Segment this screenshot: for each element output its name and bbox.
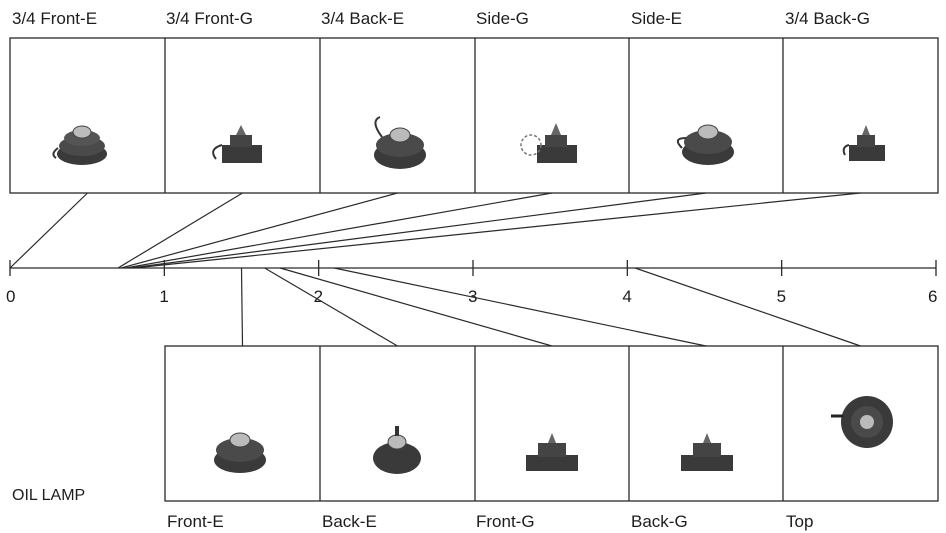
top-view-label-6: 3/4 Back-G [785, 9, 871, 28]
lamp-top-icon [831, 396, 893, 448]
axis-tick-label: 5 [777, 287, 786, 306]
top-connector-line [117, 192, 243, 269]
bottom-connector-line [240, 267, 244, 347]
connector-lines [9, 192, 861, 347]
bottom-view-label-1: Front-E [167, 512, 224, 531]
top-row-frame [9, 37, 939, 194]
lamp-three-quarter-back-e-icon [374, 116, 426, 169]
top-view-label-3: 3/4 Back-E [321, 9, 405, 28]
lamp-front-g-icon [526, 433, 578, 471]
bottom-connector-line [634, 267, 861, 347]
bottom-view-label-3: Front-G [476, 512, 535, 531]
bottom-view-label-4: Back-G [631, 512, 688, 531]
lamp-back-e-icon [373, 426, 421, 474]
top-connector-line [125, 192, 553, 269]
top-view-label-1: 3/4 Front-E [12, 9, 98, 28]
lamp-front-e-icon [214, 432, 266, 473]
top-connector-line [130, 192, 707, 269]
axis-tick-label: 0 [6, 287, 15, 306]
axis-tick-label: 2 [314, 287, 323, 306]
top-view-label-4: Side-G [476, 9, 529, 28]
axis-tick-label: 1 [159, 287, 168, 306]
top-view-label-5: Side-E [631, 9, 683, 28]
bottom-connector-line [333, 267, 707, 347]
bottom-connector-line [279, 267, 553, 347]
lamp-back-g-icon [681, 433, 733, 471]
top-connector-line [120, 192, 398, 269]
lamp-three-quarter-front-g-icon [212, 125, 262, 163]
bottom-view-label-5: Top [786, 512, 814, 531]
axis-tick-label: 6 [928, 287, 937, 306]
lamp-three-quarter-back-g-icon [842, 125, 885, 161]
bottom-connector-line [264, 267, 398, 347]
lamp-side-g-icon [520, 123, 577, 163]
bottom-row-frame [164, 345, 939, 502]
top-connector-line [133, 192, 861, 269]
lamp-side-e-icon [676, 124, 734, 165]
top-connector-line [9, 192, 88, 269]
lamp-three-quarter-front-e-icon [52, 125, 107, 165]
axis-tick-label: 4 [622, 287, 631, 306]
top-view-label-2: 3/4 Front-G [166, 9, 253, 28]
object-label: OIL LAMP [12, 487, 86, 504]
bottom-view-label-2: Back-E [322, 512, 377, 531]
